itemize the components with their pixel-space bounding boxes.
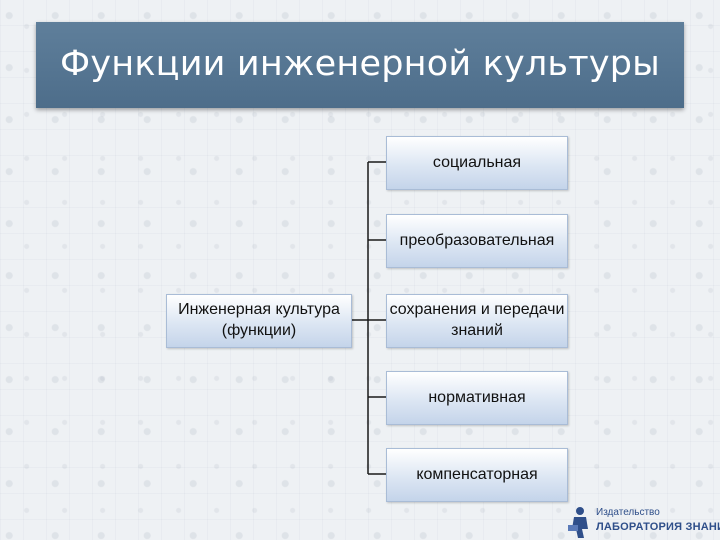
logo-publisher-text: Издательство [596,507,660,518]
child-node-label: социальная [432,153,522,171]
child-node-transformative: преобразовательная [386,214,568,268]
child-node-normative: нормативная [386,371,568,425]
child-node-label: сохранения и передачи знаний [389,301,565,339]
root-node-label: Инженерная культура (функции) [178,301,340,339]
reader-figure-icon [568,507,588,538]
logo-name-text: ЛАБОРАТОРИЯ ЗНАНИЙ [596,521,720,533]
publisher-logo: Издательство ЛАБОРАТОРИЯ ЗНАНИЙ [568,505,720,539]
child-node-knowledge: сохранения и передачи знаний [386,294,568,348]
child-node-label: преобразовательная [399,231,555,249]
slide-title: Функции инженерной культуры [60,44,661,84]
child-node-label: компенсаторная [416,465,538,483]
title-banner: Функции инженерной культуры [36,22,684,108]
child-node-compensatory: компенсаторная [386,448,568,502]
child-node-label: нормативная [428,388,526,406]
title-underline [36,106,186,108]
root-node: Инженерная культура (функции) [166,294,352,348]
child-node-social: социальная [386,136,568,190]
